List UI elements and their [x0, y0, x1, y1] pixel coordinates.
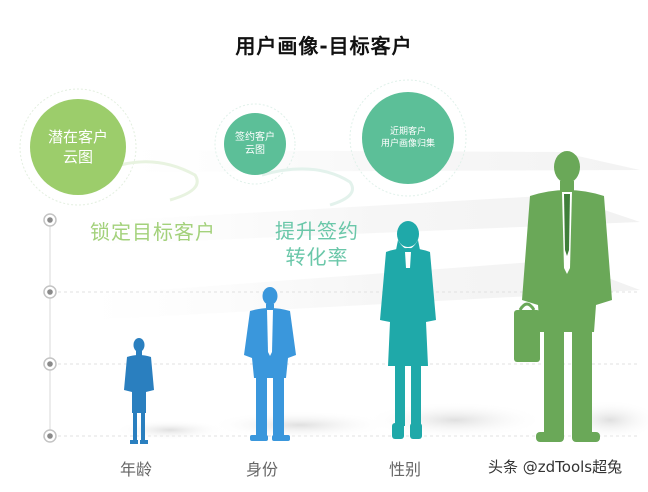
bubble-label: 潜在客户 云图	[47, 127, 108, 166]
axis-marker	[43, 213, 57, 227]
lock-target-customer-text: 锁定目标客户	[90, 220, 216, 244]
category-label-age: 年龄	[120, 460, 153, 479]
improve-conversion-text: 提升签约 转化率	[275, 219, 359, 269]
category-label-gender: 性别	[389, 460, 422, 479]
bubble-halo	[349, 79, 467, 197]
page-title: 用户画像-目标客户	[235, 34, 413, 58]
swoosh-arrow	[261, 167, 354, 207]
watermark: 头条 @zdTools超兔	[488, 458, 623, 476]
category-label-identity: 身份	[246, 460, 279, 479]
businessman-figure-green-icon	[514, 151, 612, 442]
recent-customer-profile-bubble: 近期客户 用户画像归集	[362, 92, 454, 184]
bubble-label: 近期客户 用户画像归集	[380, 126, 435, 149]
businessman-figure-blue-icon	[244, 287, 296, 441]
step-band	[90, 260, 640, 320]
figure-shadow	[210, 411, 390, 439]
figure-shadow	[115, 420, 225, 440]
bubble-label: 签约客户 云图	[235, 131, 275, 157]
swoosh-arrow	[99, 160, 199, 202]
axis-marker	[43, 357, 57, 371]
step-band	[90, 195, 640, 245]
bubble-halo	[19, 88, 137, 206]
woman-figure-small-icon	[124, 338, 154, 444]
axis-marker	[43, 285, 57, 299]
axis-marker	[43, 429, 57, 443]
woman-figure-teal-icon	[380, 221, 436, 439]
signed-customer-cloud-bubble: 签约客户 云图	[224, 113, 286, 175]
potential-customer-cloud-bubble: 潜在客户 云图	[30, 99, 126, 195]
bubble-halo	[214, 103, 296, 185]
